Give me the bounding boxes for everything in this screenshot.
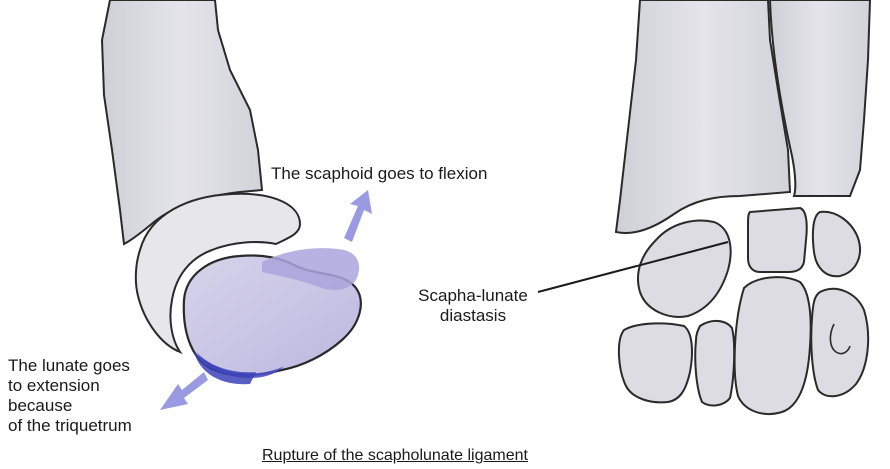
label-diastasis-line: Scapha-lunate [412,286,534,306]
lunate-ap [748,208,807,272]
trapezoid-ap [695,321,734,406]
figure-caption: Rupture of the scapholunate ligament [262,446,528,466]
label-diastasis: Scapha-lunate diastasis [412,286,534,326]
arrow-up-right-icon [344,190,372,242]
trapezium-ap [619,323,692,402]
label-lunate-line: to extension [8,376,132,396]
label-lunate-line: of the triquetrum [8,416,132,436]
hamate-ap [811,289,868,396]
label-lunate-extension: The lunate goes to extension because of … [8,356,132,436]
label-lunate-line: because [8,396,132,416]
radius-ap [616,0,790,233]
triquetrum-ap [813,212,860,276]
label-scaphoid-flexion: The scaphoid goes to flexion [271,164,487,184]
label-diastasis-line: diastasis [412,306,534,326]
lateral-view [102,0,372,410]
scaphoid-ap [638,221,731,317]
ap-view [538,0,870,414]
arrow-down-left-icon [160,372,208,410]
label-lunate-line: The lunate goes [8,356,132,376]
capitate-ap [735,277,811,414]
